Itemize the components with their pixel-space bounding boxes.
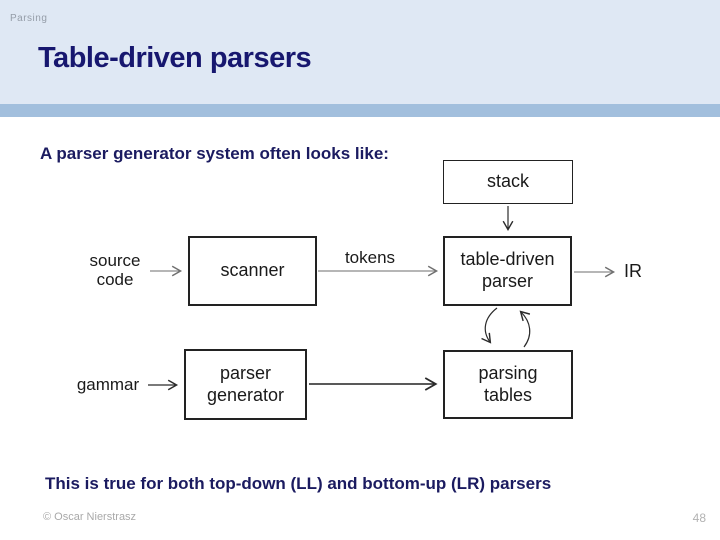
diagram-label-tokens: tokens bbox=[344, 248, 396, 267]
diagram-box-stack: stack bbox=[443, 160, 573, 204]
footer-copyright: © Oscar Nierstrasz bbox=[43, 511, 137, 523]
diagram-box-parsing-tables: parsing tables bbox=[443, 350, 573, 419]
accent-band bbox=[0, 104, 720, 117]
diagram-box-scanner: scanner bbox=[188, 236, 317, 306]
diagram-label-ir: IR bbox=[624, 261, 642, 281]
arrow-tables-to-parser-curved bbox=[519, 310, 531, 348]
arrow-parser-to-tables-curved bbox=[481, 307, 498, 344]
note-text: This is true for both top-down (LL) and … bbox=[45, 474, 552, 493]
diagram-box-table-driven-parser: table-driven parser bbox=[443, 236, 572, 306]
intro-text: A parser generator system often looks li… bbox=[40, 144, 389, 163]
header-background bbox=[0, 0, 720, 104]
diagram-box-parser-generator: parser generator bbox=[184, 349, 307, 420]
diagram-label-grammar: gammar bbox=[76, 375, 140, 394]
footer-page-number: 48 bbox=[692, 511, 706, 525]
page-title: Table-driven parsers bbox=[38, 42, 312, 74]
category-label: Parsing bbox=[10, 13, 48, 24]
diagram-label-source-code: source code bbox=[89, 251, 141, 289]
